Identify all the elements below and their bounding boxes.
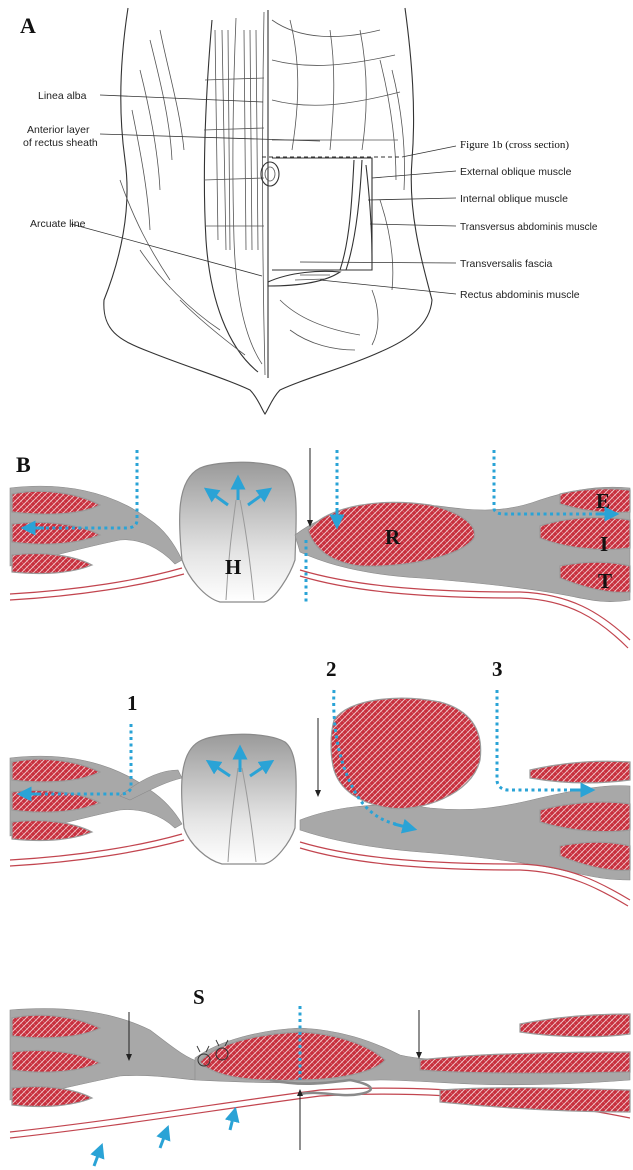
step-label-3: 3	[492, 657, 503, 681]
folded-sac-d	[270, 1080, 371, 1095]
label-arcuate-line: Arcuate line	[30, 218, 86, 230]
label-external-oblique: External oblique muscle	[460, 166, 572, 178]
hernia-label: H	[225, 555, 241, 579]
right-external-oblique-d	[520, 1014, 630, 1037]
label-internal-oblique: Internal oblique muscle	[460, 193, 568, 205]
label-figure-1b: Figure 1b (cross section)	[460, 139, 569, 151]
right-transversus-d	[440, 1088, 630, 1112]
label-anterior-layer: Anterior layer	[27, 124, 90, 136]
label-transversalis-fascia: Transversalis fascia	[460, 258, 553, 270]
left-transversus-d	[12, 1087, 92, 1107]
layer-label-e: E	[596, 489, 610, 513]
layer-label-t: T	[598, 569, 612, 593]
label-rectus-abdominis: Rectus abdominis muscle	[460, 289, 580, 301]
label-linea-alba: Linea alba	[38, 90, 87, 102]
right-fascia-layers-c	[300, 786, 630, 880]
label-transversus-abdominis: Transversus abdominis muscle	[460, 222, 598, 233]
panel-c: 1 2 3	[10, 657, 630, 906]
panel-b-letter: B	[16, 452, 31, 477]
right-internal-oblique-d	[420, 1052, 630, 1073]
panel-a: A	[20, 8, 598, 414]
torso-drawing	[104, 8, 432, 414]
left-transversus	[12, 554, 92, 574]
step-label-2: 2	[326, 657, 337, 681]
left-transversus-c	[12, 821, 92, 841]
label-rectus-sheath: of rectus sheath	[23, 137, 98, 149]
panel-a-leaders	[71, 95, 456, 294]
right-external-oblique-c	[530, 761, 630, 783]
rectus-label: R	[385, 525, 401, 549]
panel-a-letter: A	[20, 13, 36, 38]
panel-d: S	[10, 985, 630, 1166]
suture-label: S	[193, 985, 205, 1009]
panel-b: B H R E I T	[10, 448, 630, 648]
step-label-1: 1	[127, 691, 138, 715]
layer-label-i: I	[600, 532, 608, 556]
